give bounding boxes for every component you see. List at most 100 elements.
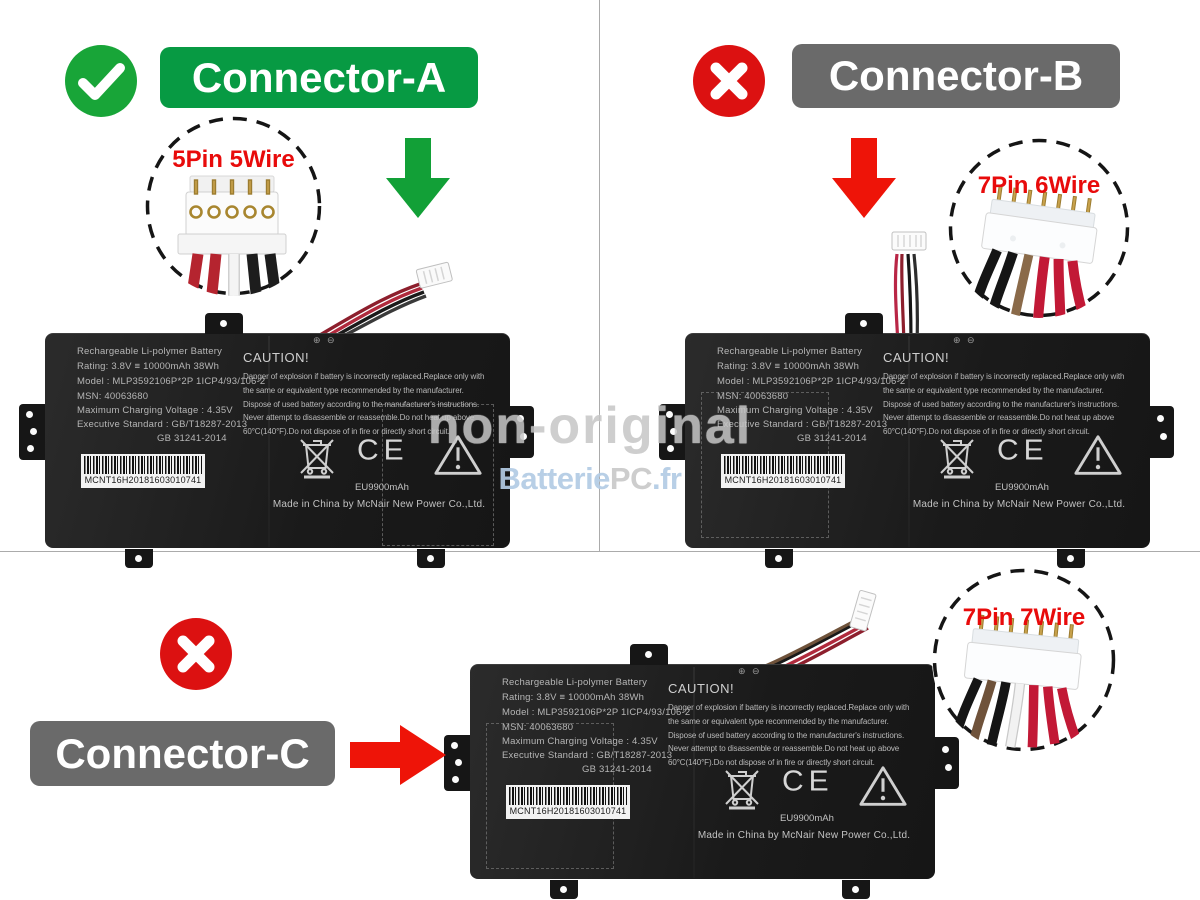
connector-c-detail-circle: 7Pin 7Wire [932,568,1116,752]
caution-line: Dispose of used battery according to the… [668,730,905,740]
caution-line: the same or equivalent type recommended … [243,385,464,395]
mounting-tab-left [659,404,685,460]
battery-pack: ⊕ ⊖ Rechargeable Li-polymer Battery Rati… [19,313,534,568]
cable-plug-c [849,589,877,632]
caution-line: the same or equivalent type recommended … [668,716,889,726]
polarity-marks: ⊕ ⊖ [738,666,762,676]
battery-c: ⊕ ⊖ Rechargeable Li-polymer Battery Rati… [444,644,959,899]
label-msn: MSN: 40063680 [502,722,574,733]
caution-line: the same or equivalent type recommended … [883,385,1104,395]
connector-a-banner: Connector-A [160,47,478,108]
connector-b-pin-label: 7Pin 6Wire [977,172,1101,199]
mount-hole [666,411,673,418]
caution-line: Never attempt to disassemble or reassemb… [243,413,475,423]
capacity-text: EU9900mAh [355,482,409,493]
cross-icon [160,618,232,690]
mount-hole [1160,433,1167,440]
cable-plug-b [891,231,927,251]
polarity-marks: ⊕ ⊖ [313,335,337,345]
battery-b: ⊕ ⊖ Rechargeable Li-polymer Battery Rati… [659,313,1174,568]
barcode-bars [84,456,202,474]
watermark-text: non-original [427,397,753,455]
caution-line: Danger of explosion if battery is incorr… [668,703,910,712]
connector-c-pin-label: 7Pin 7Wire [962,604,1086,631]
caution-line: 60°C(140°F).Do not dispose of in fire or… [243,427,450,437]
label-max-voltage: Maximum Charging Voltage : 4.35V [77,405,233,416]
label-model: Model : MLP3592106P*2P 1ICP4/93/106-2 [717,376,906,387]
battery-cell-seam [908,336,910,547]
watermark-brand-part3: .fr [652,461,682,496]
barcode: MCNT16H20181603010741 [81,454,205,488]
made-in-text: Made in China by McNair New Power Co.,Lt… [697,830,911,841]
battery-pack: ⊕ ⊖ Rechargeable Li-polymer Battery Rati… [659,313,1174,568]
mount-hole [775,555,782,562]
caution-title: CAUTION! [243,350,310,365]
mount-hole [1067,555,1074,562]
battery-a: ⊕ ⊖ Rechargeable Li-polymer Battery Rati… [19,313,534,568]
mounting-tab-right [935,737,959,789]
mount-hole [26,411,33,418]
connector-b-detail-circle: 7Pin 6Wire [948,138,1130,318]
weee-bin-icon [725,770,759,810]
mount-hole [520,433,527,440]
label-executive-standard-2: GB 31241-2014 [582,764,652,775]
mount-hole [517,415,524,422]
connector-b-banner: Connector-B [792,44,1120,108]
mount-hole [560,886,567,893]
label-msn: MSN: 40063680 [717,391,789,402]
label-executive-standard: Executive Standard : GB/T18287-2013 [77,419,248,430]
caution-line: Never attempt to disassemble or reassemb… [668,744,900,754]
dashed-ring [948,138,1130,318]
dashed-ring [145,116,322,296]
mounting-tab-right [1150,406,1174,458]
divider-horizontal [0,551,1200,552]
caution-title: CAUTION! [883,350,950,365]
mount-hole [135,555,142,562]
arrow-down-red-icon [832,138,896,218]
barcode-number: MCNT16H20181603010741 [724,475,842,485]
mounting-tab-bottom-left [125,549,153,568]
warning-triangle-icon [859,766,907,806]
battery-cable-b [891,231,927,344]
caution-title: CAUTION! [668,681,735,696]
connector-a-detail-circle: 5Pin 5Wire [145,116,322,296]
mount-hole [1157,415,1164,422]
arrow-right-red-icon [350,725,446,785]
label-max-voltage: Maximum Charging Voltage : 4.35V [502,736,658,747]
caution-line: Dispose of used battery according to the… [883,399,1120,409]
connector-b-title: Connector-B [828,52,1084,99]
connector-c-photo [951,614,1082,748]
barcode-bars [724,456,842,474]
label-rating: Rating: 3.8V ≡ 10000mAh 38Wh [717,361,860,372]
capacity-text: EU9900mAh [995,482,1049,493]
mount-hole [645,651,652,658]
ce-mark: CE [782,765,834,798]
polarity-marks: ⊕ ⊖ [953,335,977,345]
label-brand-line: Rechargeable Li-polymer Battery [717,346,863,357]
label-brand-line: Rechargeable Li-polymer Battery [77,346,223,357]
barcode-number: MCNT16H20181603010741 [84,475,202,485]
cable-plug-a [415,261,453,289]
label-executive-standard-2: GB 31241-2014 [157,433,227,444]
connector-c-banner: Connector-C [30,721,335,786]
caution-text: Danger of explosion if battery is incorr… [243,370,484,439]
connector-c-title: Connector-C [55,729,310,777]
warning-triangle-icon [1074,435,1122,475]
mounting-tab-top [205,313,243,334]
watermark-brand-part1: Batterie [498,461,610,496]
battery-cell-seam [693,667,695,878]
caution-line: Never attempt to disassemble or reassemb… [883,413,1115,423]
made-in-text: Made in China by McNair New Power Co.,Lt… [912,499,1126,510]
weee-bin-icon [300,439,334,479]
watermark-brand-part2: PC [609,461,653,496]
mounting-tab-bottom-right [842,880,870,899]
mount-hole [667,445,674,452]
battery-pack: ⊕ ⊖ Rechargeable Li-polymer Battery Rati… [444,644,959,899]
caution-line: Dispose of used battery according to the… [243,399,480,409]
mount-hole [452,776,459,783]
mounting-tab-right [510,406,534,458]
made-in-text: Made in China by McNair New Power Co.,Lt… [272,499,486,510]
mount-hole [852,886,859,893]
label-brand-line: Rechargeable Li-polymer Battery [502,677,648,688]
